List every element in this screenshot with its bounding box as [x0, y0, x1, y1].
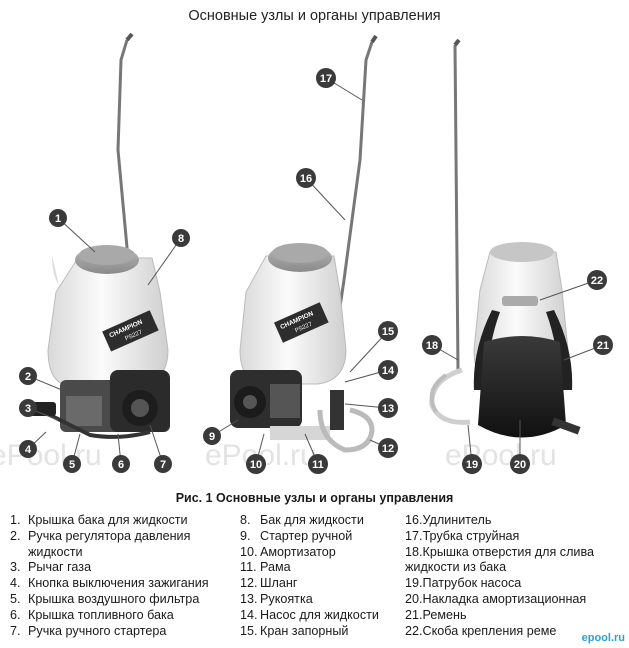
- sprayer-front-left: CHAMPION PS227: [30, 32, 170, 439]
- sprayer-illustration: ePool.ru ePool.ru ePool.ru CHAMPION PS22…: [0, 32, 613, 474]
- svg-text:12: 12: [382, 443, 394, 455]
- callout-4: 4: [19, 440, 37, 458]
- legend-item: жидкости из бака: [405, 560, 507, 575]
- legend-item: 15.Кран запорный: [240, 623, 349, 638]
- legend-item: 22.Скоба крепления реме: [405, 623, 557, 638]
- callout-9: 9: [203, 427, 221, 445]
- svg-text:2: 2: [25, 371, 31, 383]
- legend-item: 12.Шланг: [240, 576, 298, 591]
- svg-text:15: 15: [382, 326, 394, 338]
- svg-text:16: 16: [300, 173, 312, 185]
- legend-item: 14.Насос для жидкости: [240, 607, 379, 622]
- callout-17: 17: [316, 68, 336, 88]
- svg-text:20: 20: [514, 459, 526, 471]
- callout-3: 3: [19, 399, 37, 417]
- legend-item: 11.Рама: [240, 560, 291, 575]
- legend-item: 2.Ручка регулятора давления: [10, 528, 191, 543]
- legend-item: 6.Крышка топливного бака: [10, 607, 174, 622]
- legend-item: 8.Бак для жидкости: [240, 513, 364, 527]
- svg-text:9: 9: [209, 431, 215, 443]
- watermark-text: ePool.ru: [445, 439, 557, 472]
- svg-text:4: 4: [25, 444, 32, 456]
- callout-15: 15: [378, 321, 398, 341]
- callout-16: 16: [296, 168, 316, 188]
- legend-item: 21.Ремень: [405, 607, 467, 622]
- callout-8: 8: [172, 229, 190, 247]
- svg-text:10: 10: [250, 459, 262, 471]
- legend-item: 4.Кнопка выключения зажигания: [10, 576, 209, 591]
- callout-19: 19: [462, 454, 482, 474]
- svg-text:3: 3: [25, 403, 31, 415]
- legend-column-2: 8.Бак для жидкости 9.Стартер ручной 10.А…: [240, 513, 379, 639]
- callout-11: 11: [308, 454, 328, 474]
- callout-14: 14: [378, 360, 398, 380]
- svg-text:17: 17: [320, 73, 332, 85]
- legend-column-3: 16.Удлинитель 17.Трубка струйная 18.Крыш…: [405, 513, 594, 639]
- callout-7: 7: [154, 455, 172, 473]
- callout-12: 12: [378, 438, 398, 458]
- callout-13: 13: [378, 398, 398, 418]
- legend-item: 10.Амортизатор: [240, 544, 336, 559]
- legend-item: 3.Рычаг газа: [10, 560, 92, 575]
- legend-item: 20.Накладка амортизационная: [405, 591, 587, 606]
- legend-item: 19.Патрубок насоса: [405, 576, 522, 591]
- svg-text:11: 11: [312, 459, 324, 471]
- svg-text:6: 6: [118, 459, 124, 471]
- page-title: Основные узлы и органы управления: [188, 8, 441, 24]
- legend-item: 17.Трубка струйная: [405, 528, 520, 543]
- sprayer-back: [429, 38, 581, 438]
- svg-text:14: 14: [382, 365, 395, 377]
- legend-item: жидкости: [28, 544, 83, 559]
- callout-20: 20: [510, 454, 530, 474]
- callout-6: 6: [112, 455, 130, 473]
- svg-text:22: 22: [591, 275, 603, 287]
- svg-text:21: 21: [597, 340, 609, 352]
- callout-10: 10: [246, 454, 266, 474]
- legend-item: 13.Рукоятка: [240, 591, 313, 606]
- callout-22: 22: [587, 270, 607, 290]
- svg-text:5: 5: [69, 459, 75, 471]
- svg-text:18: 18: [426, 340, 438, 352]
- callout-2: 2: [19, 367, 37, 385]
- svg-text:13: 13: [382, 403, 394, 415]
- svg-text:8: 8: [178, 233, 184, 245]
- legend-item: 1.Крышка бака для жидкости: [10, 513, 188, 527]
- legend-item: 16.Удлинитель: [405, 513, 492, 527]
- legend-item: 18.Крышка отверстия для слива: [405, 544, 595, 559]
- callout-18: 18: [422, 335, 442, 355]
- legend-item: 7.Ручка ручного стартера: [10, 623, 167, 638]
- svg-text:7: 7: [160, 459, 166, 471]
- legend-column-1: 1.Крышка бака для жидкости 2.Ручка регул…: [10, 513, 209, 639]
- callout-5: 5: [63, 455, 81, 473]
- svg-text:19: 19: [466, 459, 478, 471]
- legend-item: 9.Стартер ручной: [240, 528, 353, 543]
- sprayer-front-middle: CHAMPION PS227: [230, 34, 378, 453]
- watermark-text: ePool.ru: [0, 439, 102, 472]
- callout-21: 21: [593, 335, 613, 355]
- svg-text:1: 1: [55, 213, 61, 225]
- figure-caption: Рис. 1 Основные узлы и органы управления: [175, 491, 454, 505]
- callout-1: 1: [49, 209, 67, 227]
- legend-item: 5.Крышка воздушного фильтра: [10, 591, 200, 606]
- site-logo: epool.ru: [581, 632, 625, 644]
